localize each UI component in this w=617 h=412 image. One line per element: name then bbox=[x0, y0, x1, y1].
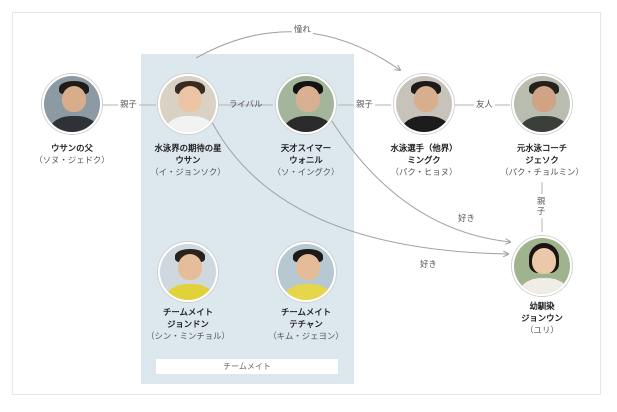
label-rival: ライバル bbox=[229, 99, 263, 109]
caption-mingyu: 水泳選手（他界） ミングク （パク・ヒョヌ） bbox=[364, 142, 484, 178]
name-jongun: ジョンウン bbox=[521, 313, 563, 323]
actor-mingyu: （パク・ヒョヌ） bbox=[390, 167, 458, 177]
caption-usan: 水泳界の期待の星 ウサン （イ・ジョンソク） bbox=[128, 142, 248, 178]
label-yuujin: 友人 bbox=[474, 99, 495, 110]
name-jaesok: ジェソク bbox=[525, 155, 559, 165]
label-suki-usan: 好き bbox=[418, 259, 439, 270]
actor-jondon: （シン・ミンチョル） bbox=[146, 331, 230, 341]
teammate-group-label: チームメイト bbox=[156, 359, 338, 374]
actor-jaesok: （パク・チョルミン） bbox=[500, 167, 584, 177]
name-usan: ウサン bbox=[175, 155, 201, 165]
actor-usan: （イ・ジョンソク） bbox=[150, 167, 226, 177]
caption-jongun: 幼馴染 ジョンウン （ユリ） bbox=[482, 300, 602, 336]
role-jongun: 幼馴染 bbox=[529, 301, 555, 311]
label-oyako-wonil-mingyu: 親子 bbox=[354, 99, 375, 110]
role-mingyu: 水泳選手（他界） bbox=[390, 143, 458, 153]
name-wonil: ウォニル bbox=[289, 155, 323, 165]
avatar-techan bbox=[276, 242, 336, 302]
diagram-frame bbox=[12, 12, 601, 395]
avatar-usan-father bbox=[42, 74, 102, 134]
role-jaesok: 元水泳コーチ bbox=[516, 143, 568, 153]
avatar-mingyu bbox=[394, 74, 454, 134]
caption-usan-father: ウサンの父 （ソヌ・ジェドク） bbox=[12, 142, 132, 166]
role-jondon: チームメイト bbox=[163, 307, 213, 317]
avatar-jondon bbox=[158, 242, 218, 302]
arrow-usan-jongun bbox=[211, 121, 508, 254]
arrow-akogare bbox=[195, 31, 400, 70]
role-usan: 水泳界の期待の星 bbox=[154, 143, 222, 153]
actor-techan: （キム・ジェヨン） bbox=[268, 331, 344, 341]
actor-usan-father: （ソヌ・ジェドク） bbox=[34, 155, 110, 165]
actor-jongun: （ユリ） bbox=[525, 325, 559, 335]
role-usan-father: ウサンの父 bbox=[51, 143, 93, 153]
caption-techan: チームメイト テチャン （キム・ジェヨン） bbox=[246, 306, 366, 342]
avatar-jaesok bbox=[512, 74, 572, 134]
caption-wonil: 天才スイマー ウォニル （ソ・イングク） bbox=[246, 142, 366, 178]
avatar-jongun bbox=[512, 236, 572, 296]
actor-wonil: （ソ・イングク） bbox=[272, 167, 340, 177]
avatar-wonil bbox=[276, 74, 336, 134]
name-mingyu: ミングク bbox=[407, 155, 441, 165]
caption-jaesok: 元水泳コーチ ジェソク （パク・チョルミン） bbox=[482, 142, 602, 178]
avatar-usan bbox=[158, 74, 218, 134]
name-techan: テチャン bbox=[289, 319, 323, 329]
label-oyako-jaesok-jongun: 親子 bbox=[536, 194, 546, 218]
arrow-wonil-jongun bbox=[329, 117, 510, 242]
label-oyako-father-usan: 親子 bbox=[118, 99, 139, 110]
label-suki-wonil: 好き bbox=[456, 213, 477, 224]
caption-jondon: チームメイト ジョンドン （シン・ミンチョル） bbox=[128, 306, 248, 342]
name-jondon: ジョンドン bbox=[167, 319, 209, 329]
label-akogare: 憧れ bbox=[292, 24, 313, 35]
role-techan: チームメイト bbox=[281, 307, 331, 317]
role-wonil: 天才スイマー bbox=[280, 143, 332, 153]
